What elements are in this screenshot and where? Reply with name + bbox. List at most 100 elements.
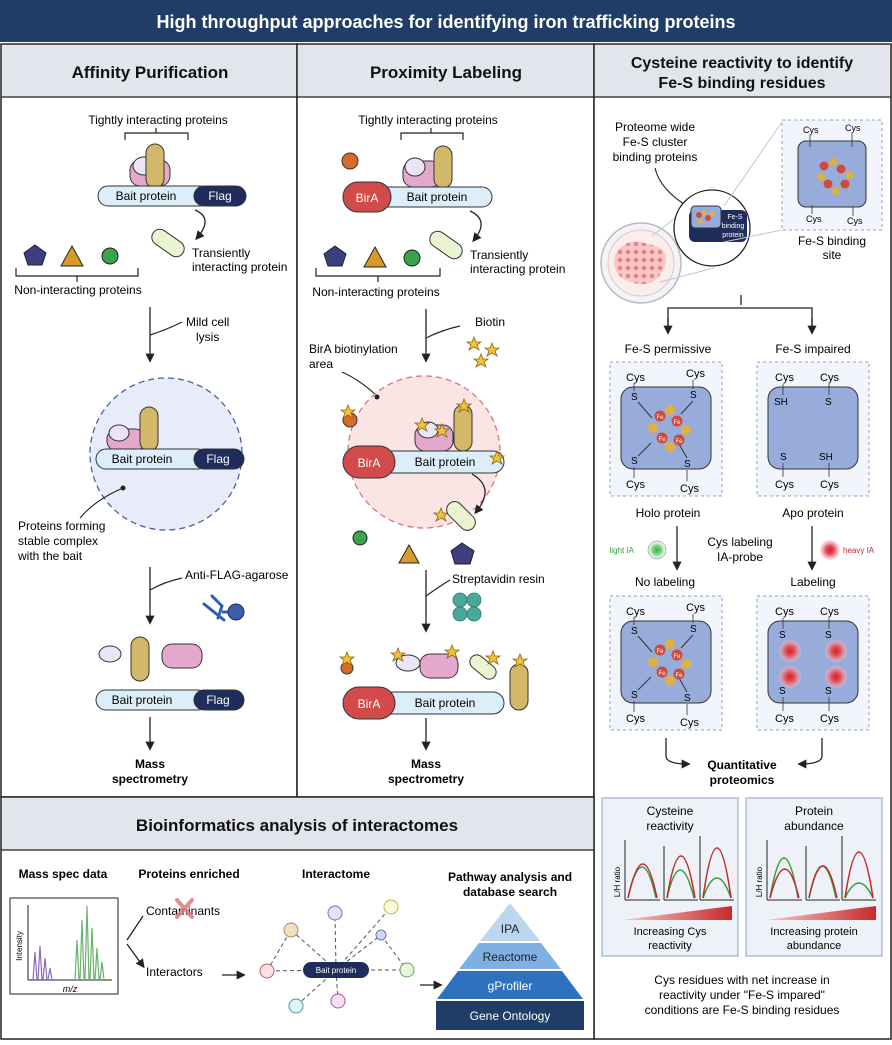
pyramid-label-ipa: IPA <box>501 922 519 936</box>
reactivity-label-2: reactivity <box>646 819 693 833</box>
holo-cys-2: Cys <box>686 368 705 380</box>
reactivity-peaks <box>624 836 734 901</box>
streptavidin-icon <box>452 592 482 622</box>
proteome-label-1: Proteome wide <box>615 120 695 134</box>
bira-enzyme <box>342 181 392 213</box>
cysteine-header <box>595 45 890 97</box>
bait-node-label: Bait protein <box>316 966 356 975</box>
bait-label: Bait protein <box>116 189 177 203</box>
non-interacting-label-2: Non-interacting proteins <box>312 285 439 299</box>
apo-label: Apo protein <box>782 506 843 520</box>
fe-7: Fe <box>658 671 666 677</box>
reactivity-wedge <box>622 906 732 920</box>
lysis-label-1: Mild cell <box>186 315 229 329</box>
cys-tr: Cys <box>845 123 861 133</box>
cys-bl: Cys <box>806 214 822 224</box>
tightly-label: Tightly interacting proteins <box>88 113 228 127</box>
tan-protein <box>145 143 165 189</box>
bira-label-3: BirA <box>358 697 381 711</box>
area-label-1: BirA biotinylation <box>309 342 398 356</box>
lh-label-2: L/H ratio <box>755 866 764 897</box>
abundance-peaks <box>766 836 876 901</box>
fe-2: Fe <box>673 420 681 426</box>
holo-s-4: S <box>684 459 691 470</box>
flag-label-3: Flag <box>206 693 229 707</box>
biotin-label: Biotin <box>475 315 505 329</box>
pyramid-gene-ontology <box>436 1001 584 1030</box>
nl-cys-1: Cys <box>626 606 645 618</box>
fe-6: Fe <box>673 654 681 660</box>
main-title: High throughput approaches for identifyi… <box>157 12 736 32</box>
permissive-label: Fe-S permissive <box>625 342 712 356</box>
fes-small-label-2: binding <box>722 223 745 230</box>
lysis-label-2: lysis <box>196 330 219 344</box>
pathway-label-2: database search <box>463 885 557 899</box>
apo-s-2: S <box>780 452 787 463</box>
lb-s-1: S <box>779 630 786 641</box>
abundance-label-2: abundance <box>784 819 844 833</box>
conclusion-2: reactivity under "Fe-S impared" <box>659 988 825 1002</box>
quant-label-2: proteomics <box>710 773 775 787</box>
ms-label-1: Mass <box>135 757 165 771</box>
inc-cys-label-2: reactivity <box>648 940 692 952</box>
ms-data-label: Mass spec data <box>19 867 108 881</box>
lh-label-1: L/H ratio <box>613 866 622 897</box>
proximity-diagram: Tightly interacting proteins BirA Bait p… <box>309 113 565 786</box>
fe-1: Fe <box>656 415 664 421</box>
holo-cys-4: Cys <box>680 483 699 495</box>
area-label-2: area <box>309 357 333 371</box>
flag-label-2: Flag <box>206 452 229 466</box>
affinity-diagram: Tightly interacting proteins Bait protei… <box>14 113 288 786</box>
interactome-label: Interactome <box>302 867 370 881</box>
pathway-label-1: Pathway analysis and <box>448 870 572 884</box>
fe-5: Fe <box>656 649 664 655</box>
antibody-icon <box>202 594 245 622</box>
cys-br: Cys <box>847 216 863 226</box>
lb-cys-3: Cys <box>775 713 794 725</box>
lb-cys-4: Cys <box>820 713 839 725</box>
transient-label-p2: interacting protein <box>470 262 565 276</box>
probe-label-2: IA-probe <box>717 550 763 564</box>
bioinfo-diagram: Mass spec data Intensity m/z Proteins en… <box>9 867 584 1030</box>
apo-cys-4: Cys <box>820 479 839 491</box>
biotin-icon <box>465 335 501 368</box>
pyramid-gprofiler <box>437 971 583 999</box>
header-bar <box>0 0 892 42</box>
enriched-label: Proteins enriched <box>138 867 239 881</box>
cysteine-title-line2: Fe-S binding residues <box>658 75 825 92</box>
apo-cys-1: Cys <box>775 372 794 384</box>
resin-label: Streptavidin resin <box>452 572 545 586</box>
no-labeling-label: No labeling <box>635 575 695 589</box>
site-label-2: site <box>823 248 842 262</box>
proximity-title: Proximity Labeling <box>370 63 522 82</box>
bioinfo-title: Bioinformatics analysis of interactomes <box>136 816 458 835</box>
labeling-label: Labeling <box>790 575 835 589</box>
pentagon-protein <box>23 244 47 266</box>
holo-label: Holo protein <box>636 506 701 520</box>
heavy-label-dots <box>779 640 847 688</box>
transient-label-1: Transiently <box>192 246 250 260</box>
fe-4: Fe <box>675 439 683 445</box>
ms-label-p2: spectrometry <box>388 772 464 786</box>
abundance-wedge <box>766 906 876 920</box>
tightly-label-2: Tightly interacting proteins <box>358 113 498 127</box>
proteome-label-3: binding proteins <box>613 150 698 164</box>
bait-label-3: Bait protein <box>112 693 173 707</box>
cys-tl: Cys <box>803 125 819 135</box>
lb-s-2: S <box>825 630 832 641</box>
ms-label-2: spectrometry <box>112 772 188 786</box>
apo-s-1: S <box>825 397 832 408</box>
flag-label: Flag <box>208 189 231 203</box>
lb-cys-2: Cys <box>820 606 839 618</box>
proximity-header <box>298 45 593 97</box>
spectrum-green <box>74 905 105 981</box>
site-label-1: Fe-S binding <box>798 234 866 248</box>
triangle-protein <box>60 244 84 267</box>
lb-s-3: S <box>779 686 786 697</box>
affinity-header <box>2 45 296 97</box>
probe-label-1: Cys labeling <box>707 535 772 549</box>
holo-cys-3: Cys <box>626 479 645 491</box>
cysteine-title-line1: Cysteine reactivity to identify <box>631 55 853 72</box>
intensity-label: Intensity <box>15 931 24 961</box>
